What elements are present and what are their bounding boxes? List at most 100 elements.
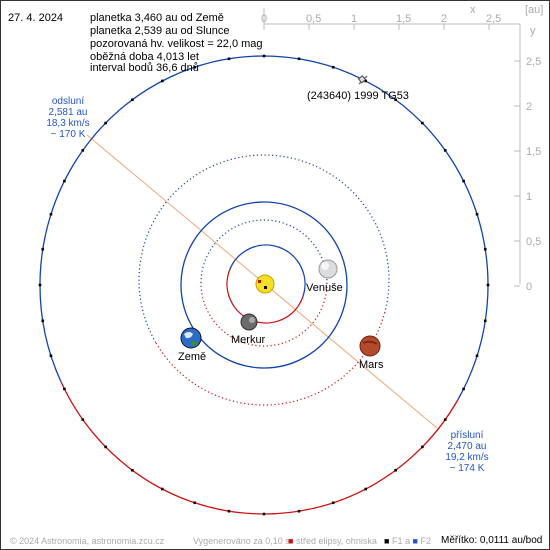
info-line-distance-sun: planetka 2,539 au od Slunce: [90, 25, 230, 37]
orbit-point: [131, 98, 134, 102]
perihelion-temperature: ~ 174 K: [449, 463, 485, 474]
info-line-period: oběžná doba 4,013 let: [90, 51, 199, 63]
y-tick-label: 0: [526, 281, 532, 293]
orbit-point: [443, 149, 447, 152]
orbit-point: [297, 57, 301, 61]
orbit-point: [41, 319, 45, 323]
aphelion-title: odsluní: [51, 96, 85, 107]
x-tick-label: 2: [441, 13, 447, 25]
legend-f1-label: F1 a: [391, 536, 410, 546]
legend-f1-marker: ■: [384, 536, 390, 546]
orbit-point: [331, 65, 335, 69]
orbit-point: [63, 387, 66, 391]
aphelion-info: odsluní 2,581 au 18,3 km/s ~ 170 K: [33, 96, 103, 140]
orbit-point: [394, 468, 397, 472]
orbit-point: [486, 283, 490, 287]
orbits: [38, 54, 490, 516]
orbit-point: [49, 212, 53, 216]
orbit-point: [475, 354, 479, 358]
orbit-point: [483, 247, 487, 251]
orbit-point: [131, 468, 134, 472]
planet-earth: [180, 327, 202, 349]
orbit-point: [421, 121, 424, 125]
x-tick-label: 0: [261, 13, 267, 25]
orbit-point: [297, 509, 301, 513]
ellipse-center-marker: [264, 286, 267, 289]
x-axis-label: x: [470, 4, 476, 16]
planet-mars: [359, 335, 381, 357]
asteroid-orbit-below: [60, 381, 459, 515]
earth-label: Země: [178, 351, 206, 363]
generated-time: Vygenerováno za 0,10 s: [193, 536, 290, 546]
orbit-point: [63, 179, 66, 183]
orbit-point: [41, 247, 45, 251]
aphelion-speed: 18,3 km/s: [46, 118, 90, 129]
legend-foci: ■ F1 a ■ F2: [384, 535, 431, 547]
sun: [255, 274, 275, 294]
focus-f1-marker: [258, 280, 261, 283]
earth-orbit: [180, 201, 348, 369]
x-tick-label: 1: [351, 13, 357, 25]
info-line-distance-earth: planetka 3,460 au od Země: [90, 12, 224, 24]
orbit-point: [483, 319, 487, 323]
mars-orbit-above: [138, 154, 390, 343]
venus-orbit-below: [200, 282, 328, 347]
orbit-point: [161, 487, 164, 491]
orbit-point: [421, 445, 424, 449]
info-line-magnitude: pozorovaná hv. velikost = 22,0 mag: [90, 38, 263, 50]
y-tick-label: 1,5: [526, 146, 541, 158]
orbit-point: [227, 509, 231, 513]
orbit-point: [81, 149, 85, 152]
orbit-point: [161, 79, 164, 83]
x-tick-label: 1,5: [396, 13, 411, 25]
legend-f2-marker: ■: [412, 536, 418, 546]
legend-center-marker: ■: [288, 536, 294, 546]
orbit-point: [443, 418, 447, 421]
orbit-point: [364, 79, 367, 83]
axis-unit: [au]: [525, 4, 543, 16]
orbit-point: [104, 121, 107, 125]
orbit-point: [49, 354, 53, 358]
x-axis: [263, 8, 520, 25]
aphelion-distance: 2,581 au: [48, 107, 88, 118]
planet-mercury: [240, 313, 258, 331]
perihelion-speed: 19,2 km/s: [445, 452, 489, 463]
scale-label: Měřítko: 0,0111 au/bod: [441, 535, 543, 546]
orbit-point: [394, 98, 397, 102]
legend-center: ■ střed elipsy, ohniska: [288, 535, 377, 547]
orbit-point: [81, 418, 85, 421]
perihelion-title: přísluní: [450, 430, 484, 441]
y-tick-label: 0,5: [526, 236, 541, 248]
x-tick-label: 2,5: [486, 13, 501, 25]
asteroid-marker: [357, 75, 368, 85]
planet-venus: [318, 259, 338, 279]
legend-f2-label: F2: [420, 536, 431, 546]
copyright: © 2024 Astronomia, astronomia.zcu.cz: [10, 536, 165, 546]
orbit-point: [475, 212, 479, 216]
mercury-orbit-above: [228, 244, 306, 298]
orbit-point: [227, 57, 231, 61]
orbit-point: [193, 65, 197, 69]
orbit-point: [262, 512, 266, 516]
y-tick-label: 2,5: [526, 56, 541, 68]
y-ticks: 2,5 2 1,5 1 0,5 0: [514, 56, 541, 293]
x-tick-label: 0,5: [306, 13, 321, 25]
orbit-point: [262, 54, 266, 58]
orbit-point: [193, 501, 197, 505]
x-ticks: 0 0,5 1 1,5 2 2,5: [261, 13, 501, 30]
mars-label: Mars: [359, 359, 384, 371]
y-tick-label: 1: [526, 191, 532, 203]
perihelion-distance: 2,470 au: [447, 441, 487, 452]
orbit-point: [462, 179, 465, 183]
asteroid-label: (243640) 1999 TG53: [307, 90, 409, 102]
orbit-point: [104, 445, 107, 449]
venus-orbit-above: [200, 219, 328, 284]
y-tick-label: 2: [526, 101, 532, 113]
date-label: 27. 4. 2024: [8, 12, 64, 24]
y-axis-label: y: [530, 25, 536, 37]
orbit-point: [38, 283, 42, 287]
orbit-point: [331, 501, 335, 505]
asteroid-orbit-above: [39, 55, 489, 400]
mercury-label: Merkur: [231, 334, 266, 346]
